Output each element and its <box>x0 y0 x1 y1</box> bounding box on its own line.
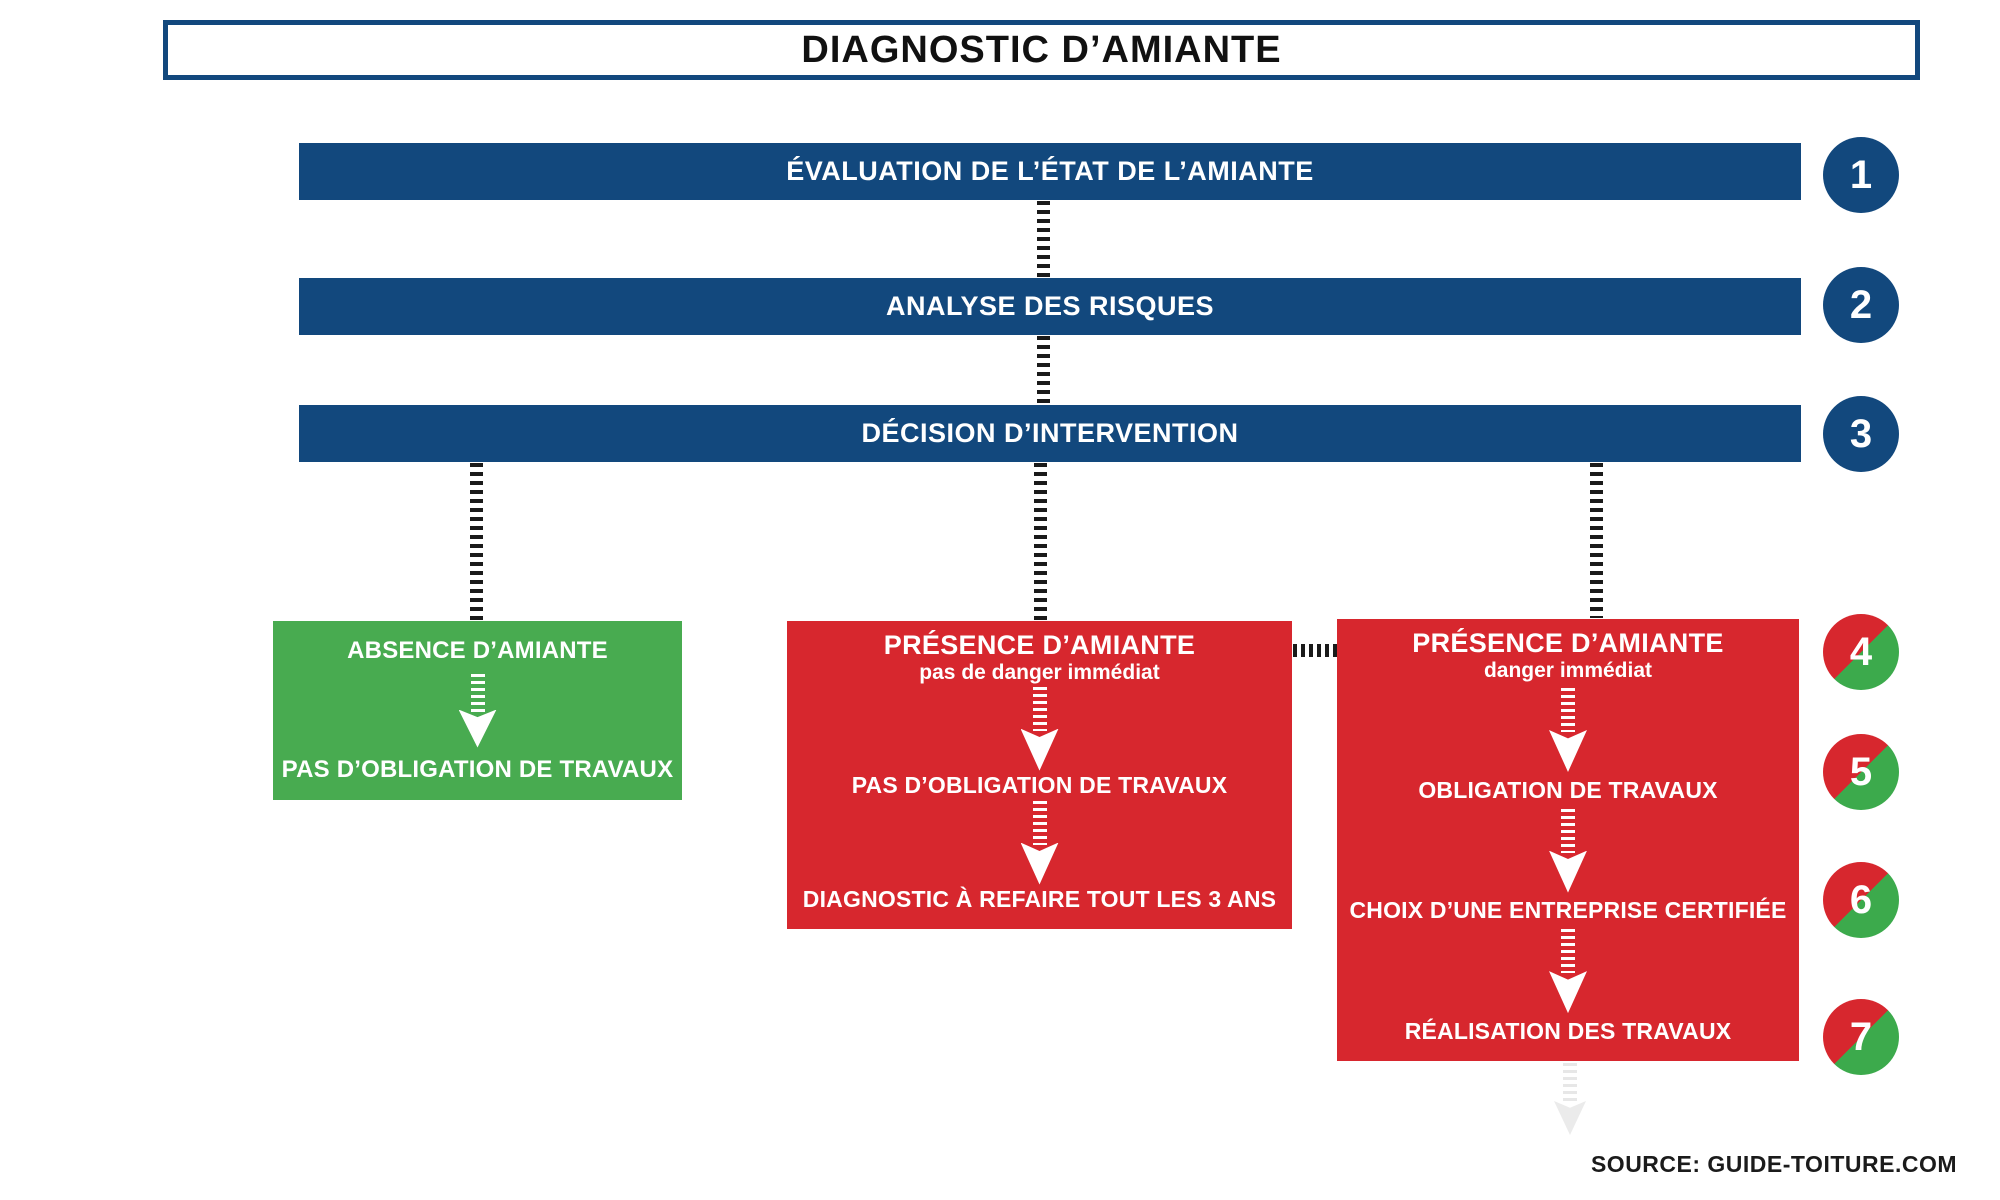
step-number-badge-4: 4 <box>1823 614 1899 690</box>
arrow-ladder <box>1561 808 1575 853</box>
step-bar-label: DÉCISION D’INTERVENTION <box>861 418 1239 448</box>
branch-step: CHOIX D’UNE ENTREPRISE CERTIFIÉE <box>1349 897 1787 924</box>
branch-step: PAS D’OBLIGATION DE TRAVAUX <box>851 772 1228 799</box>
arrow-ladder <box>1561 929 1575 974</box>
step-number-badge-5: 5 <box>1823 734 1899 810</box>
connector-step3-danger-branch <box>1590 463 1603 618</box>
arrow-head <box>1549 729 1587 772</box>
down-arrow-icon <box>1549 808 1587 893</box>
step-bar-evaluation: ÉVALUATION DE L’ÉTAT DE L’AMIANTE <box>299 143 1801 200</box>
arrow-ladder <box>1561 687 1575 732</box>
branch-step: DIAGNOSTIC À REFAIRE TOUT LES 3 ANS <box>802 886 1277 912</box>
badge-number: 6 <box>1849 877 1873 922</box>
branch-subtitle: pas de danger immédiat <box>919 661 1160 685</box>
step-number-badge-1: 1 <box>1823 137 1899 213</box>
step-bar-label: ANALYSE DES RISQUES <box>885 291 1215 321</box>
arrow-ladder <box>1032 686 1047 731</box>
arrow-ladder <box>1563 1063 1577 1103</box>
arrow-head <box>1549 971 1587 1014</box>
down-arrow-icon <box>1020 800 1059 885</box>
connector-no-danger-to-danger <box>1293 644 1338 657</box>
badge-number: 1 <box>1849 152 1873 197</box>
diagram-title: DIAGNOSTIC D’AMIANTE <box>801 28 1282 71</box>
down-arrow-icon <box>1020 686 1059 771</box>
branch-box-presence-danger: PRÉSENCE D’AMIANTE danger immédiat OBLIG… <box>1337 619 1799 1061</box>
branch-title: ABSENCE D’AMIANTE <box>347 637 608 664</box>
arrow-head <box>1549 850 1587 893</box>
down-arrow-icon <box>1549 929 1587 1014</box>
connector-step2-step3 <box>1037 336 1050 404</box>
arrow-head <box>458 709 497 748</box>
branch-header: PRÉSENCE D’AMIANTE danger immédiat <box>1412 628 1723 683</box>
branch-title: PRÉSENCE D’AMIANTE <box>883 630 1196 660</box>
step-bar-decision: DÉCISION D’INTERVENTION <box>299 405 1801 462</box>
connector-step3-no-danger-branch <box>1034 463 1047 620</box>
branch-header: PRÉSENCE D’AMIANTE pas de danger immédia… <box>884 630 1195 685</box>
badge-number: 2 <box>1849 282 1873 327</box>
badge-number: 3 <box>1849 411 1873 456</box>
step-bar-label: ÉVALUATION DE L’ÉTAT DE L’AMIANTE <box>786 156 1314 186</box>
step-bar-analyse: ANALYSE DES RISQUES <box>299 278 1801 335</box>
step-number-badge-7: 7 <box>1823 999 1899 1075</box>
badge-number: 4 <box>1849 629 1873 674</box>
connector-step3-green-branch <box>470 463 483 620</box>
branch-box-absence: ABSENCE D’AMIANTE PAS D’OBLIGATION DE TR… <box>273 621 682 800</box>
arrow-head <box>1020 842 1059 885</box>
branch-box-presence-no-danger: PRÉSENCE D’AMIANTE pas de danger immédia… <box>787 621 1292 929</box>
arrow-head <box>1020 728 1059 771</box>
badge-number: 7 <box>1849 1014 1873 1059</box>
step-number-badge-3: 3 <box>1823 396 1899 472</box>
connector-step1-step2 <box>1037 201 1050 277</box>
faint-down-arrow-icon <box>1554 1063 1586 1135</box>
branch-step: PAS D’OBLIGATION DE TRAVAUX <box>281 756 674 783</box>
branch-title: PRÉSENCE D’AMIANTE <box>1412 628 1724 658</box>
branch-step: RÉALISATION DES TRAVAUX <box>1404 1017 1732 1044</box>
down-arrow-icon <box>458 673 497 748</box>
arrow-ladder <box>470 673 485 712</box>
arrow-head <box>1554 1101 1586 1135</box>
branch-step: OBLIGATION DE TRAVAUX <box>1418 776 1718 803</box>
step-number-badge-2: 2 <box>1823 267 1899 343</box>
badge-number: 5 <box>1849 749 1873 794</box>
diagram-title-box: DIAGNOSTIC D’AMIANTE <box>163 20 1920 80</box>
source-credit: SOURCE: GUIDE-TOITURE.COM <box>1590 1151 1957 1177</box>
step-number-badge-6: 6 <box>1823 862 1899 938</box>
branch-subtitle: danger immédiat <box>1483 659 1653 683</box>
down-arrow-icon <box>1549 687 1587 772</box>
arrow-ladder <box>1032 800 1047 845</box>
